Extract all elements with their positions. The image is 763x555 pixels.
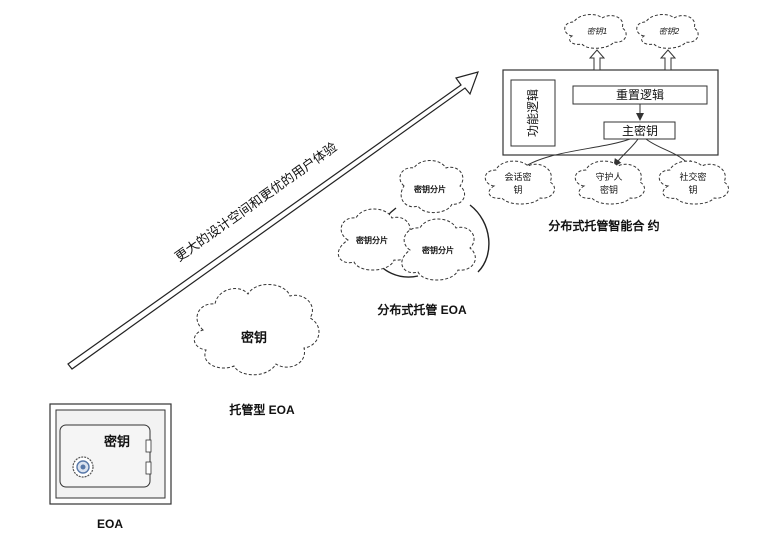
eoa-caption: EOA	[97, 517, 123, 531]
custodial-key-label: 密钥	[240, 330, 267, 345]
progress-arrow-label: 更大的设计空间和更优的用户体验	[172, 139, 340, 264]
up-arrow-icon	[588, 49, 606, 71]
guardian-key-label: 密钥	[600, 184, 618, 195]
bottom-key-cloud	[484, 160, 555, 205]
master-key-label: 主密钥	[622, 123, 658, 138]
session-key-label: 钥	[513, 184, 522, 195]
top-key-label: 密钥2	[659, 27, 680, 36]
key-share-cloud	[399, 160, 465, 213]
master-key-box	[603, 121, 676, 140]
key-share-cloud	[401, 218, 476, 281]
custodial-caption: 托管型 EOA	[229, 402, 295, 417]
key-share-label: 密钥分片	[421, 245, 454, 255]
contract-caption: 分布式托管智能合 约	[548, 218, 659, 233]
eoa-safe	[49, 403, 172, 505]
session-key-label: 会话密	[504, 171, 531, 182]
social-key-label: 钥	[688, 184, 697, 195]
distributed-caption: 分布式托管 EOA	[377, 302, 467, 317]
eoa-key-label: 密钥	[103, 434, 130, 449]
custodial-key-cloud	[193, 284, 320, 376]
top-key-cloud	[636, 14, 699, 49]
reset-logic-label: 重置逻辑	[616, 88, 664, 102]
bottom-key-cloud	[574, 160, 645, 205]
up-arrow-icon	[659, 49, 677, 71]
key-share-label: 密钥分片	[355, 235, 388, 245]
progress-arrow	[67, 71, 479, 370]
top-key-cloud	[564, 14, 627, 49]
guardian-key-label: 守护人	[595, 171, 622, 182]
bottom-key-cloud	[658, 160, 729, 205]
social-key-label: 社交密	[679, 171, 706, 182]
dial-lock-icon	[72, 456, 94, 478]
function-logic-box	[510, 79, 556, 147]
function-logic-label: 功能逻辑	[526, 89, 540, 137]
key-share-label: 密钥分片	[413, 184, 446, 194]
top-key-label: 密钥1	[587, 27, 607, 36]
